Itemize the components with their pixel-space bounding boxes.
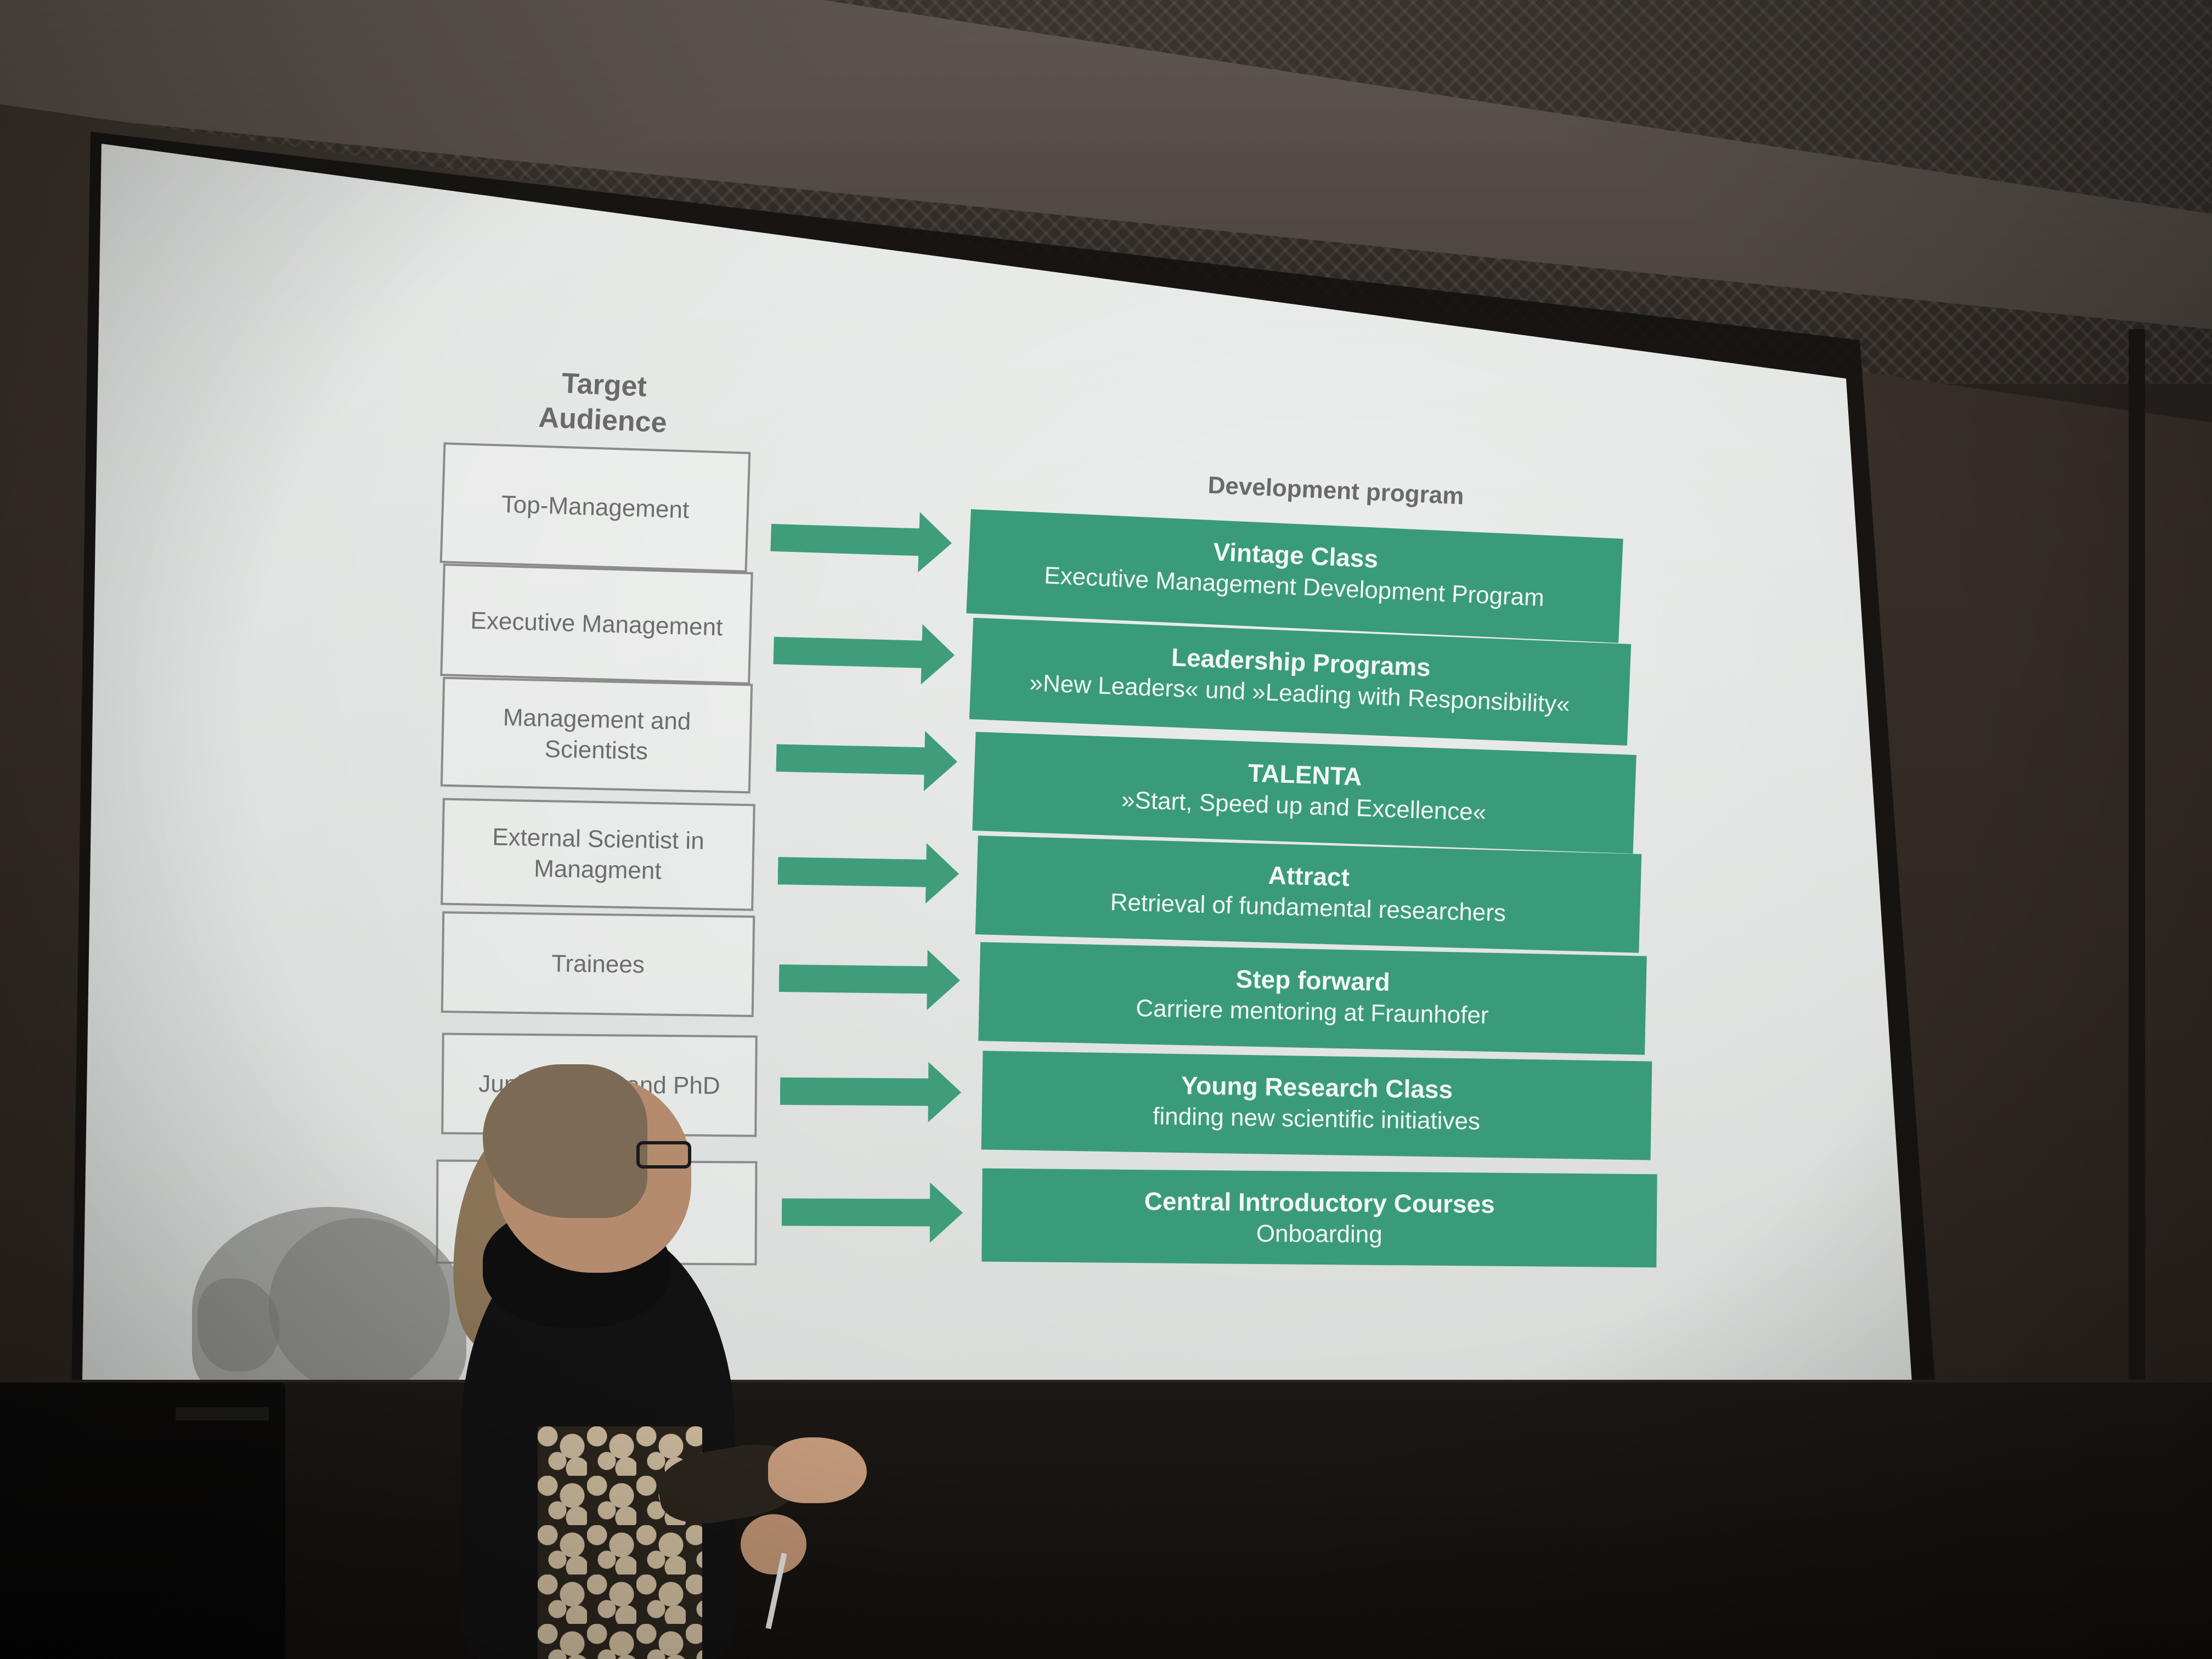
arrow-icon <box>770 507 952 573</box>
presenter-hand-lower <box>741 1514 806 1575</box>
program-box-step-forward: Step forward Carriere mentoring at Fraun… <box>978 942 1647 1055</box>
stage-floor <box>0 1383 2212 1659</box>
program-subtitle: Onboarding <box>1256 1220 1383 1249</box>
audience-label: Executive Management <box>470 607 724 641</box>
arrow-icon <box>780 1061 962 1122</box>
laptop <box>0 1383 285 1659</box>
program-box-central-introductory: Central Introductory Courses Onboarding <box>981 1168 1657 1268</box>
glasses-icon <box>636 1141 691 1169</box>
target-audience-heading: Target Audience <box>538 367 668 439</box>
presenter-patterned-blouse <box>538 1426 702 1659</box>
audience-label: Trainees <box>551 950 645 978</box>
program-box-young-research: Young Research Class finding new scienti… <box>981 1051 1652 1160</box>
audience-label: Management and Scientists <box>503 704 691 765</box>
arrow-icon <box>773 620 956 686</box>
program-box-talenta: TALENTA »Start, Speed up and Excellence« <box>972 732 1637 854</box>
audience-box-management-scientists: Management and Scientists <box>440 676 753 794</box>
development-program-heading: Development program <box>1207 471 1465 510</box>
audience-box-external-scientist: External Scientist in Managment <box>441 798 755 911</box>
presenter-hand <box>768 1437 867 1503</box>
program-box-attract: Attract Retrieval of fundamental researc… <box>975 836 1642 953</box>
arrow-icon <box>776 728 958 792</box>
presenter-shadow-ponytail <box>198 1278 280 1372</box>
presenter-shadow-head <box>269 1218 450 1393</box>
arrow-icon <box>781 1182 963 1243</box>
arrow-icon <box>778 948 960 1011</box>
audience-box-trainees: Trainees <box>441 911 755 1017</box>
presenter-hair <box>483 1064 647 1218</box>
audience-box-top-management: Top-Management <box>439 442 751 573</box>
program-title: Central Introductory Courses <box>1144 1187 1495 1218</box>
screen-frame-edge <box>2129 329 2145 1426</box>
laptop-brand-label <box>176 1407 269 1420</box>
audience-label: Top-Management <box>501 490 690 524</box>
arrow-icon <box>777 840 960 904</box>
audience-box-executive-management: Executive Management <box>440 563 753 685</box>
audience-label: External Scientist in Managment <box>492 823 705 884</box>
